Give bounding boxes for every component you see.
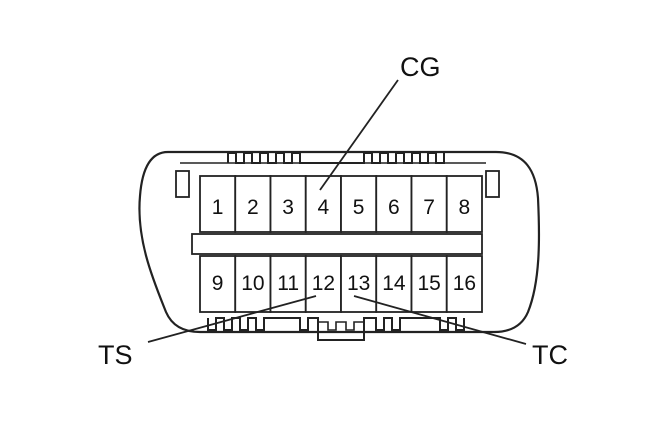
pin-number-7: 7 <box>423 196 435 219</box>
pin-number-6: 6 <box>388 196 400 219</box>
top-notch-edge <box>227 152 445 164</box>
tc-label: TC <box>532 340 568 370</box>
pin-number-12: 12 <box>312 272 335 295</box>
pin-cell-5 <box>340 175 378 233</box>
tc-leader-line <box>353 295 527 345</box>
cg-label: CG <box>400 52 441 82</box>
pin-number-16: 16 <box>453 272 476 295</box>
pin-number-10: 10 <box>241 272 264 295</box>
pin-cell-4 <box>304 175 342 233</box>
pin-number-4: 4 <box>318 196 330 219</box>
pin-number-15: 15 <box>417 272 440 295</box>
pin-number-5: 5 <box>353 196 365 219</box>
pin-cell-16 <box>445 255 483 313</box>
cg-leader-line <box>319 79 399 191</box>
pin-number-8: 8 <box>459 196 471 219</box>
pin-number-2: 2 <box>247 196 259 219</box>
pin-cell-10 <box>234 255 272 313</box>
pin-number-1: 1 <box>212 196 224 219</box>
pin-cell-6 <box>375 175 413 233</box>
bottom-key <box>318 321 364 331</box>
center-bar <box>191 233 483 255</box>
pin-cell-14 <box>375 255 413 313</box>
pin-cell-8 <box>445 175 483 233</box>
bottom-notch-edge <box>207 317 465 341</box>
pin-number-9: 9 <box>212 272 224 295</box>
pin-number-11: 11 <box>277 272 299 295</box>
ts-leader-line <box>147 295 317 343</box>
pin-number-14: 14 <box>382 272 406 295</box>
pin-cell-12 <box>304 255 342 313</box>
pin-cell-1 <box>199 175 237 233</box>
ts-label: TS <box>98 340 133 370</box>
pin-number-13: 13 <box>347 272 370 295</box>
pin-cell-15 <box>410 255 448 313</box>
left-slot <box>175 170 190 198</box>
pin-cell-13 <box>340 255 378 313</box>
pin-number-3: 3 <box>282 196 294 219</box>
right-slot <box>485 170 500 198</box>
pin-cell-7 <box>410 175 448 233</box>
